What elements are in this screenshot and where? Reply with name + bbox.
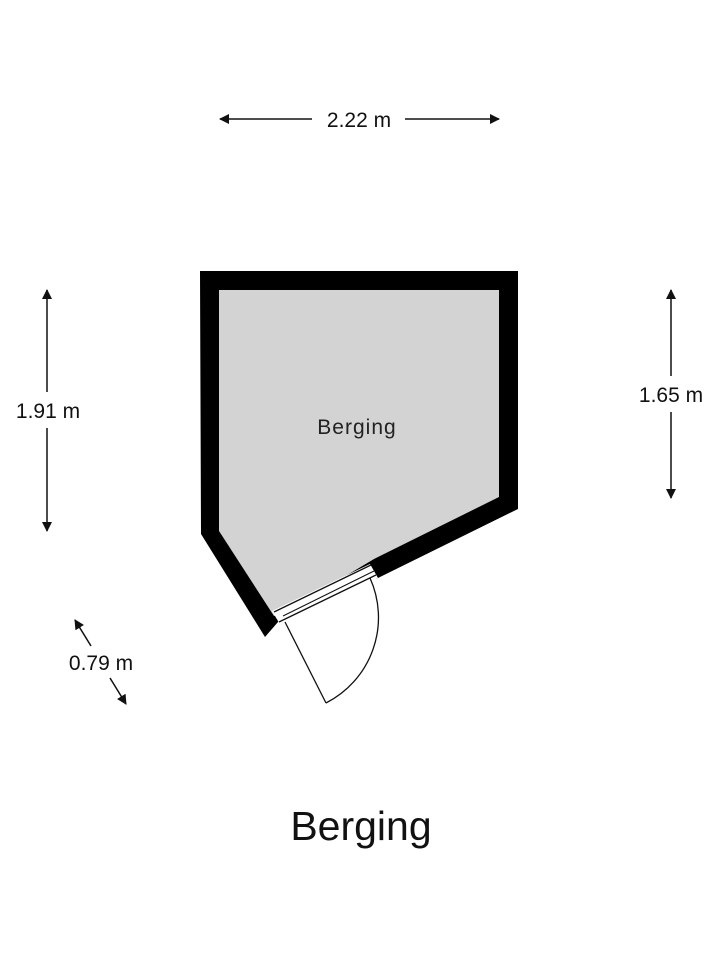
door-swing-arc: [325, 577, 380, 704]
dimension-left-label: 1.91 m: [16, 400, 80, 423]
door-frame-outer: [278, 574, 377, 623]
dimension-left-height: 1.91 m: [16, 289, 80, 532]
dimension-diagonal-label: 0.79 m: [69, 652, 133, 675]
door-threshold: [282, 570, 375, 617]
dimension-right-height: 1.65 m: [639, 289, 703, 499]
room-berging: [200, 271, 518, 704]
dimension-diagonal: 0.79 m: [69, 619, 133, 705]
room-floor: [219, 290, 499, 616]
floorplan-title: Berging: [290, 803, 431, 849]
dimension-top-width: 2.22 m: [219, 109, 500, 132]
room-label: Berging: [317, 416, 396, 439]
door-frame-inner: [273, 564, 372, 613]
door-leaf: [284, 621, 327, 704]
dimension-top-label: 2.22 m: [327, 109, 391, 132]
dimension-diagonal-line-bottom: [109, 677, 127, 705]
dimension-right-label: 1.65 m: [639, 384, 703, 407]
dimension-diagonal-line-top: [74, 619, 92, 647]
